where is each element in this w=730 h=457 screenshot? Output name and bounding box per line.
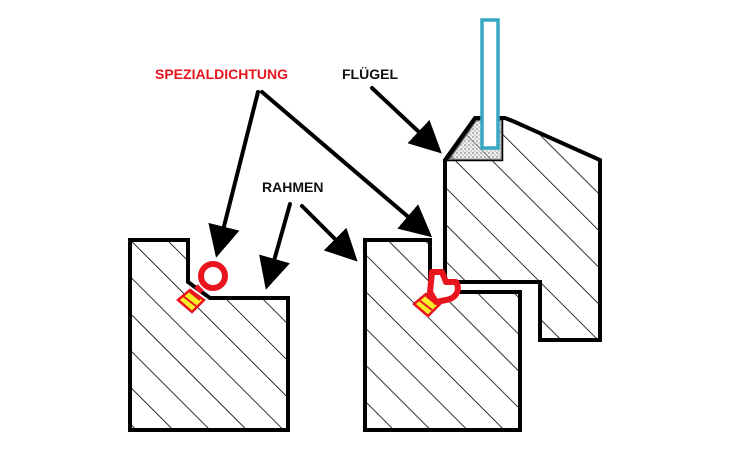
sash-profile <box>443 18 602 342</box>
arrow-sash <box>370 86 442 154</box>
seal-left <box>176 261 228 314</box>
arrow-frame-left <box>259 202 292 290</box>
frame-profile-left <box>128 238 290 432</box>
label-frame: RAHMEN <box>262 179 323 195</box>
arrow-seal-left <box>208 90 260 258</box>
arrow-frame-right <box>300 204 358 262</box>
label-sash: FLÜGEL <box>342 66 398 82</box>
arrow-seal-right <box>260 90 433 238</box>
glass-pane <box>480 18 500 150</box>
callout-arrows <box>208 86 442 290</box>
label-seal: SPEZIALDICHTUNG <box>155 66 288 82</box>
seal-right <box>412 269 461 318</box>
frame-profile-right <box>363 238 522 432</box>
